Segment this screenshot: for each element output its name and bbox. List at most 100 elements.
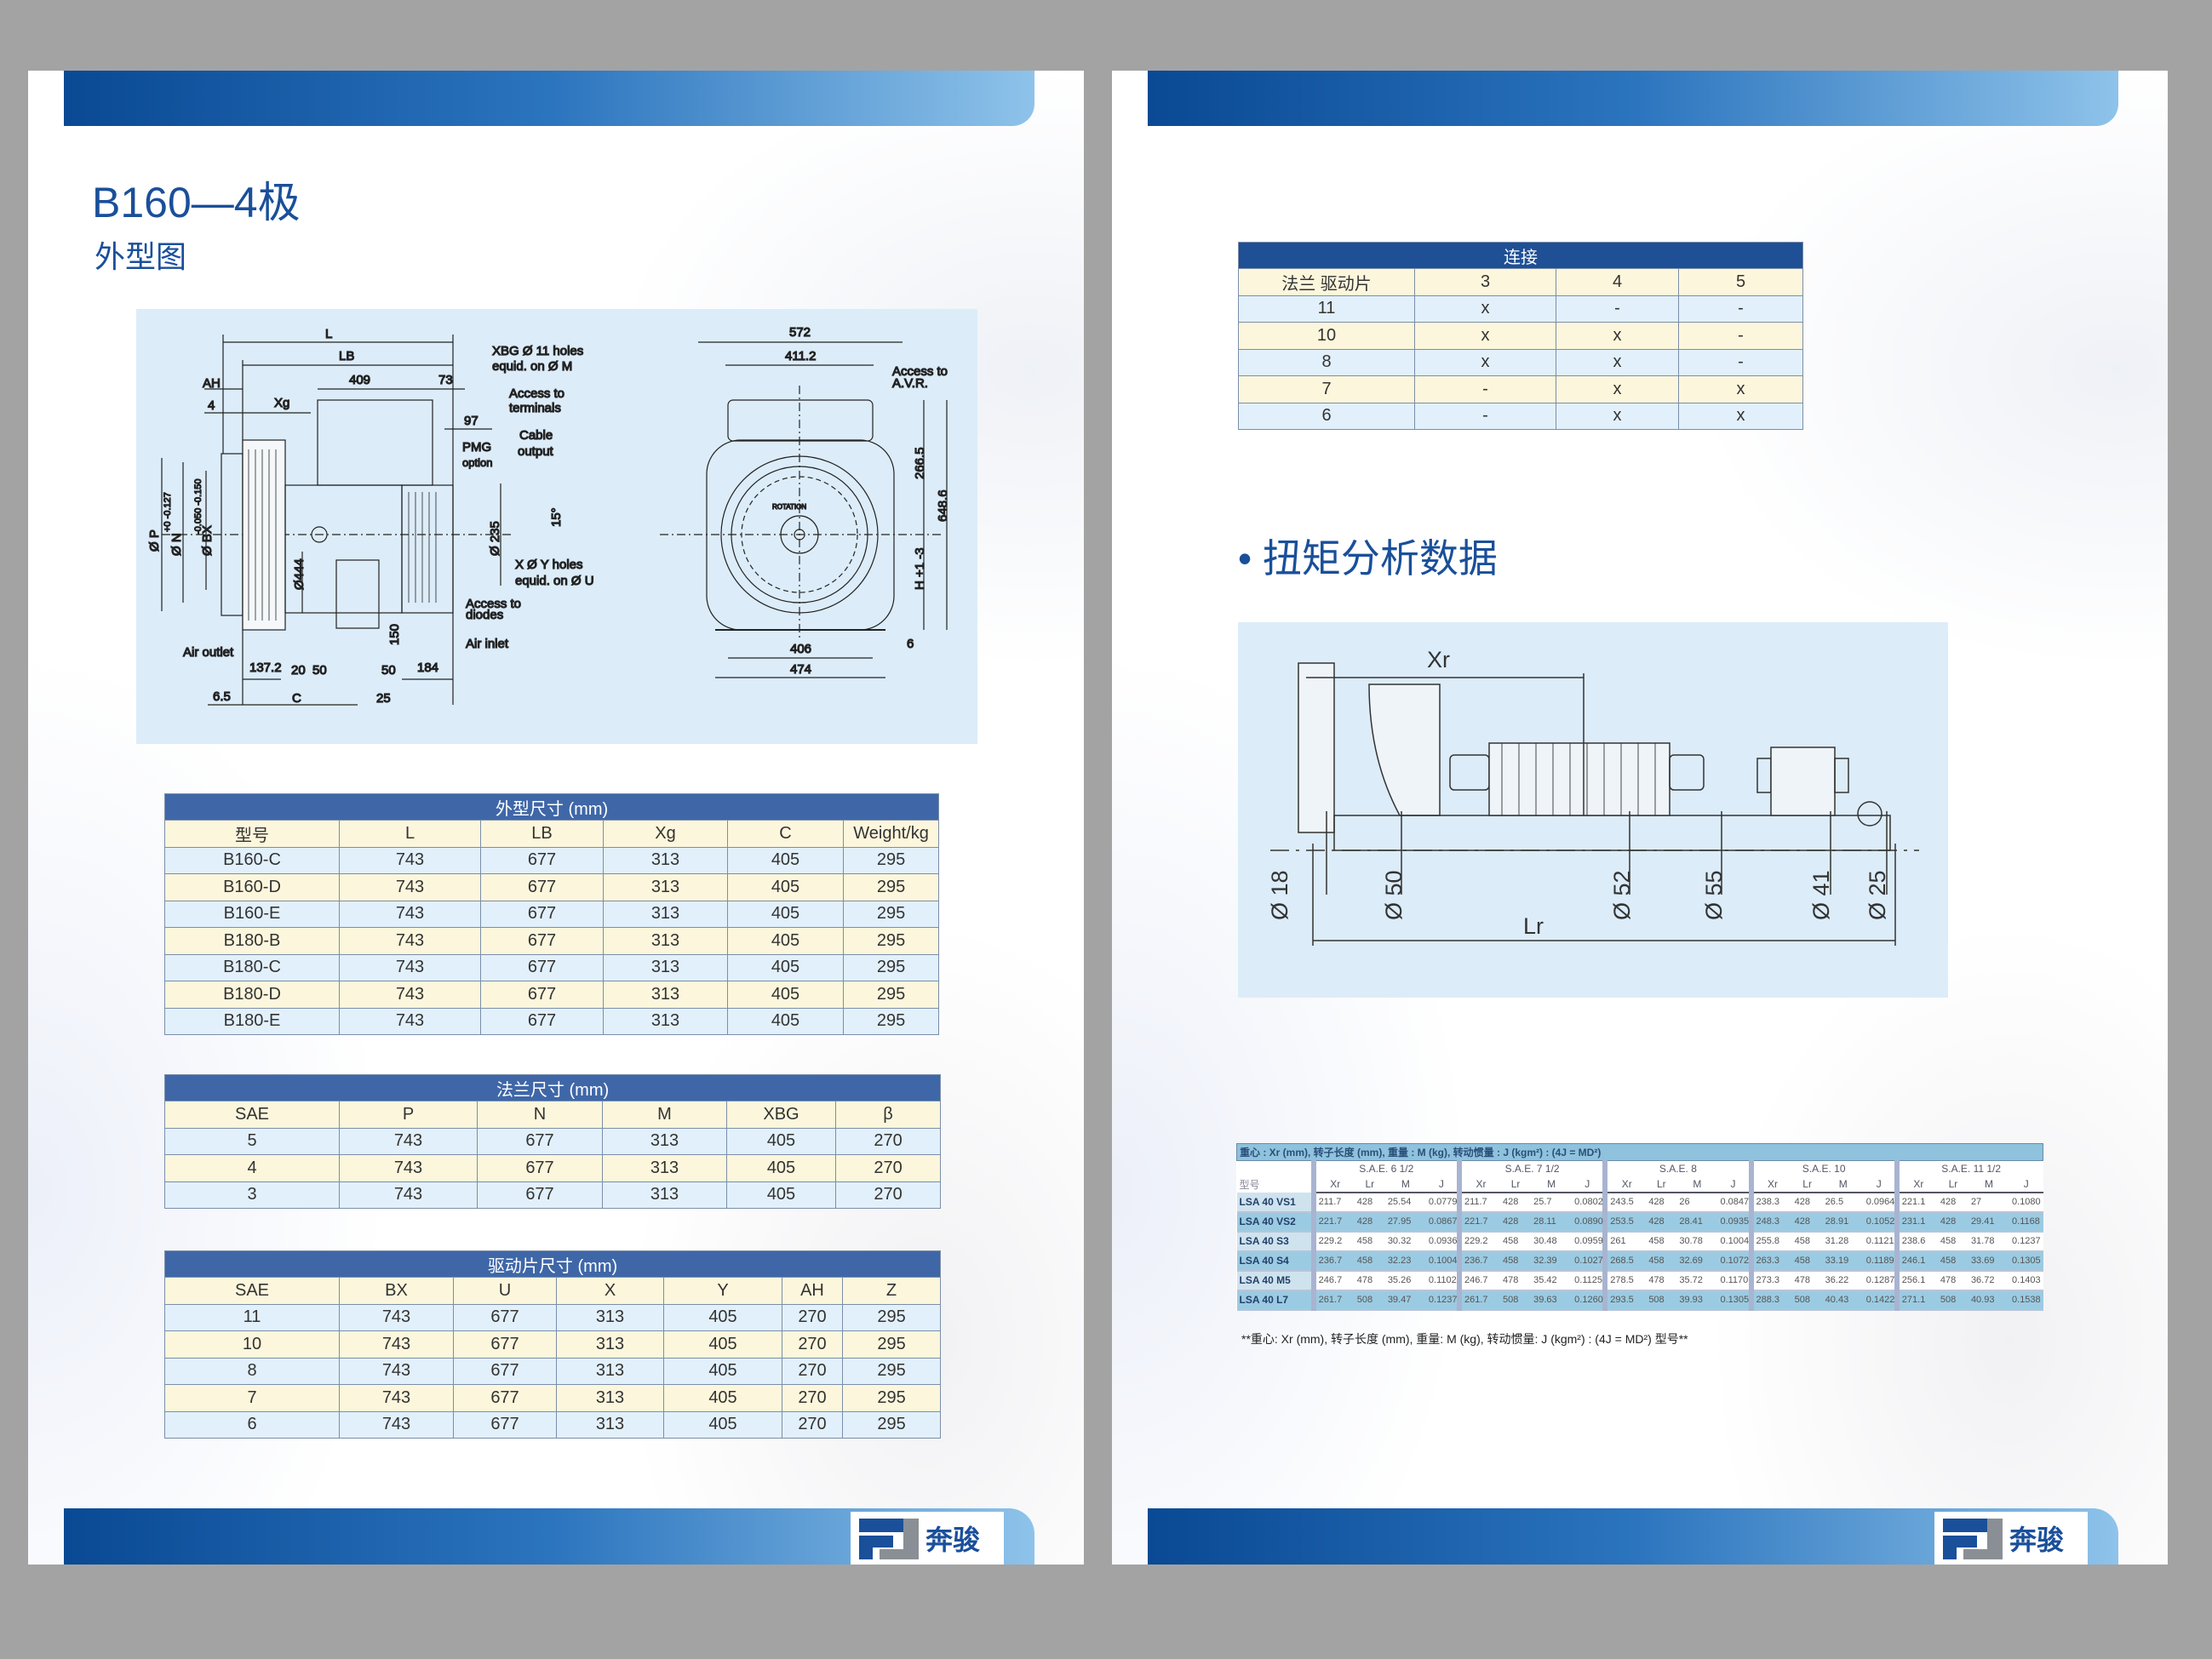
section-subtitle: 外型图	[95, 239, 187, 274]
drawing-label: C	[292, 691, 301, 706]
table-cell: 677	[477, 1154, 603, 1182]
sae-group-header: S.A.E. 6 1/2	[1310, 1160, 1459, 1176]
table-cell: 0.1170	[1717, 1270, 1751, 1291]
table-cell: 0.1121	[1863, 1231, 1897, 1252]
table-cell: 11	[1238, 295, 1415, 323]
table-cell: 10	[164, 1330, 340, 1359]
column-header: Lr	[1500, 1176, 1532, 1193]
table-cell: 743	[339, 1357, 454, 1385]
drawing-label: 411.2	[785, 349, 816, 363]
drawing-label: H +1 -3	[913, 547, 927, 590]
table-cell: 313	[556, 1330, 664, 1359]
table-cell: 8	[164, 1357, 340, 1385]
table-cell: 677	[477, 1181, 603, 1209]
table-cell: 270	[834, 1154, 942, 1182]
column-header: SAE	[164, 1101, 340, 1129]
table-cell: 295	[841, 1384, 942, 1412]
table-cell: 0.1237	[2009, 1231, 2043, 1252]
table-cell: 313	[603, 1007, 728, 1035]
table-cell: 458	[1937, 1231, 1968, 1252]
table-cell: 29.41	[1968, 1211, 2010, 1233]
table-cell: 263.3	[1748, 1250, 1792, 1272]
table-cell: 10	[1238, 322, 1415, 350]
column-header: Y	[663, 1277, 782, 1305]
table-cell: -	[1556, 295, 1679, 323]
column-header: Lr	[1937, 1176, 1968, 1193]
column-header: M	[602, 1101, 727, 1129]
rotor-torque-diagram: Xr Lr Ø 18 Ø 50 Ø 52 Ø 55 Ø 41 Ø 25	[1238, 622, 1948, 998]
table-cell: 677	[453, 1330, 557, 1359]
column-header: J	[1717, 1176, 1751, 1193]
drawing-label: Ø BX	[200, 525, 215, 556]
model-name: LSA 40 S3	[1236, 1231, 1314, 1252]
table-cell: 313	[603, 900, 728, 928]
table-cell: 295	[842, 900, 940, 928]
column-header: P	[339, 1101, 478, 1129]
drawing-label: L	[325, 327, 332, 341]
table-cell: B180-B	[164, 927, 340, 955]
logo-text: 奔骏	[2009, 1525, 2065, 1555]
drawing-label: 474	[790, 662, 811, 677]
header-bar	[1148, 71, 2118, 126]
table-cell: 0.0867	[1425, 1211, 1459, 1233]
table-cell: 271.1	[1894, 1290, 1938, 1311]
table-cell: 743	[339, 1154, 478, 1182]
model-column-header: 型号	[1239, 1178, 1260, 1191]
drawing-label: option	[462, 456, 492, 469]
table-caption: 外型尺寸 (mm)	[163, 793, 940, 821]
table-cell: 0.1237	[1425, 1290, 1459, 1311]
table-cell: 293.5	[1602, 1290, 1647, 1311]
table-cell: 0.0935	[1717, 1211, 1751, 1233]
table-cell: 428	[1937, 1211, 1968, 1233]
drawing-label: diodes	[466, 608, 503, 622]
table-cell: 8	[1238, 348, 1415, 376]
table-cell: 313	[556, 1384, 664, 1412]
footer-bar: 奔骏	[1148, 1508, 2118, 1565]
table-cell: 0.1125	[1572, 1270, 1606, 1291]
table-cell: 313	[556, 1303, 664, 1331]
drawing-label: Xg	[274, 396, 289, 410]
table-cell: 295	[842, 846, 940, 874]
table-cell: 405	[663, 1384, 782, 1412]
rotor-inertia-table: 重心 : Xr (mm), 转子长度 (mm), 重量 : M (kg), 转动…	[1236, 1143, 2043, 1311]
table-cell: 253.5	[1602, 1211, 1647, 1233]
drawing-label: PMG	[462, 440, 491, 455]
drawing-label: 137.2	[249, 661, 282, 675]
table-cell: 27.95	[1384, 1211, 1426, 1233]
table-cell: 32.23	[1384, 1250, 1426, 1272]
table-cell: 295	[842, 981, 940, 1009]
table-cell: -	[1678, 295, 1803, 323]
table-cell: 405	[726, 1154, 836, 1182]
d18-label: Ø 18	[1267, 870, 1292, 920]
table-cell: 229.2	[1310, 1231, 1355, 1252]
drawing-label: A.V.R.	[892, 376, 928, 391]
table-cell: 313	[602, 1154, 727, 1182]
table-caption-row: 连接	[1238, 242, 1803, 269]
table-cell: 313	[603, 981, 728, 1009]
column-header: M	[1968, 1176, 2010, 1193]
side-view	[221, 399, 454, 631]
d55-label: Ø 55	[1701, 870, 1727, 920]
drawing-label: 25	[376, 691, 391, 706]
table-cell: 31.28	[1822, 1231, 1864, 1252]
table-cell: 743	[339, 1410, 454, 1439]
table-cell: x	[1678, 402, 1803, 430]
table-cell: 238.3	[1748, 1192, 1792, 1213]
table-cell: 0.1538	[2009, 1290, 2043, 1311]
table-cell: 3	[164, 1181, 340, 1209]
table-cell: 35.72	[1676, 1270, 1718, 1291]
table-cell: 268.5	[1602, 1250, 1647, 1272]
table-cell: 478	[1646, 1270, 1677, 1291]
table-caption-row: 驱动片尺寸 (mm)	[163, 1250, 942, 1278]
column-header: U	[453, 1277, 557, 1305]
table-cell: 26.5	[1822, 1192, 1864, 1213]
